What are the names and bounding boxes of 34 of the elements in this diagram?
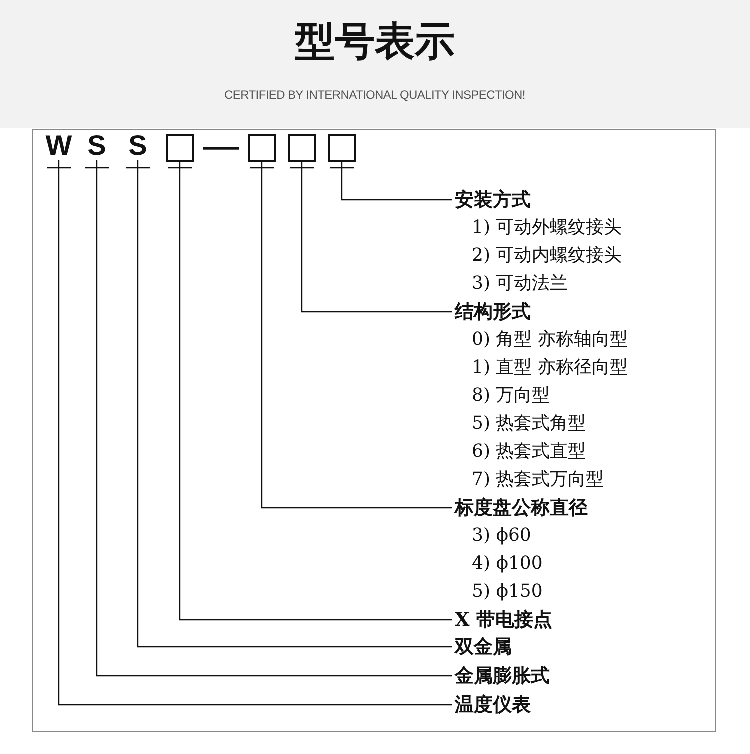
option-text: 2) 可动内螺纹接头 bbox=[471, 244, 622, 268]
leader-line bbox=[261, 162, 452, 509]
type-heading: 双金属 bbox=[455, 633, 512, 661]
type-heading: 温度仪表 bbox=[455, 691, 531, 719]
leader-line bbox=[301, 162, 452, 313]
option-text: 5) 热套式角型 bbox=[471, 412, 588, 436]
leader-line bbox=[341, 162, 452, 201]
code-box bbox=[248, 134, 276, 162]
code-letter: S bbox=[86, 132, 108, 160]
type-heading: 金属膨胀式 bbox=[455, 662, 550, 690]
option-text: 8) 万向型 bbox=[471, 384, 552, 408]
type-heading: 结构形式 bbox=[455, 300, 532, 325]
leader-line bbox=[137, 160, 452, 648]
code-box bbox=[166, 134, 194, 162]
option-text: 0) 角型 亦称轴向型 bbox=[471, 328, 628, 352]
type-heading: X 带电接点 bbox=[455, 606, 552, 634]
option-text: 7) 热套式万向型 bbox=[471, 468, 606, 492]
code-box bbox=[328, 134, 356, 162]
code-box bbox=[288, 134, 316, 162]
leader-line bbox=[179, 162, 452, 621]
type-heading: 标度盘公称直径 bbox=[455, 496, 588, 521]
option-text: 6) 热套式直型 bbox=[471, 440, 588, 464]
subtitle: CERTIFIED BY INTERNATIONAL QUALITY INSPECTION! bbox=[224, 88, 526, 102]
type-heading: 安装方式 bbox=[455, 188, 532, 213]
option-text: 1) 直型 亦称径向型 bbox=[471, 356, 628, 380]
dash-text: — bbox=[203, 130, 240, 164]
option-text: 1) 可动外螺纹接头 bbox=[471, 216, 622, 240]
code-letter: W bbox=[44, 132, 74, 160]
option-text: 4) ϕ100 bbox=[471, 552, 544, 576]
code-letter: S bbox=[127, 132, 149, 160]
option-text: 3) ϕ60 bbox=[471, 524, 532, 548]
option-text: 5) ϕ150 bbox=[471, 580, 544, 604]
option-text: 3) 可动法兰 bbox=[471, 272, 570, 296]
title: 型号表示 bbox=[295, 20, 455, 64]
